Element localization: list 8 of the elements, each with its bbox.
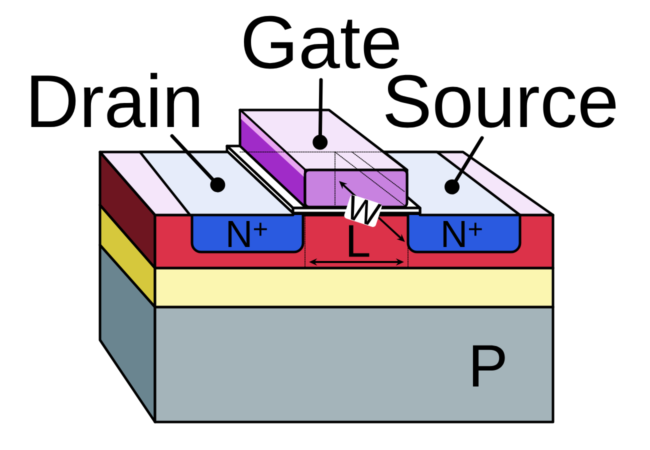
leader-line: [312, 78, 328, 150]
region-label: P: [472, 345, 505, 387]
region-label: N$^{+}$: [228, 220, 267, 248]
terminal-label: Source: [386, 74, 616, 128]
terminal-label: Drain: [31, 72, 199, 128]
dimension-label: L: [349, 225, 370, 257]
terminal-label: Gate: [244, 16, 399, 69]
region-label: N$^{+}$: [443, 220, 482, 248]
